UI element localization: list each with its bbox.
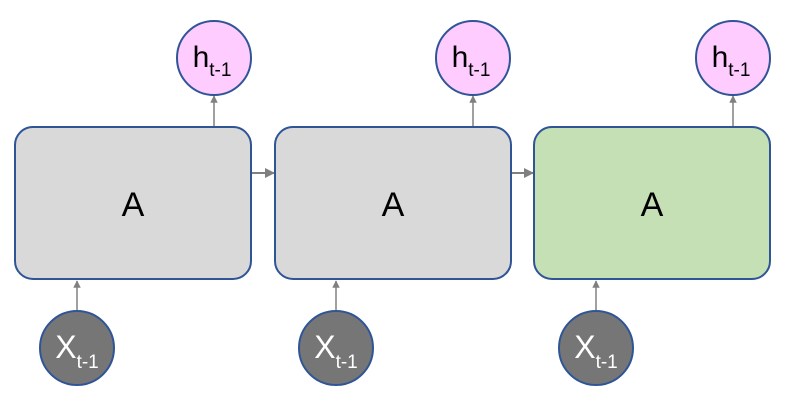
input-subscript-3: t-1	[596, 352, 618, 373]
cell-box-1	[14, 126, 252, 280]
input-label-2: Xt-1	[314, 329, 358, 373]
output-label-2: ht-1	[452, 41, 491, 81]
input-base-2: X	[314, 329, 335, 365]
output-node-3	[695, 20, 771, 96]
rnn-cell-2: A ht-1 Xt-1	[274, 20, 512, 386]
output-subscript-2: t-1	[468, 60, 490, 81]
input-base-3: X	[574, 329, 595, 365]
cell-label-3: A	[641, 186, 664, 224]
input-node-1	[39, 310, 115, 386]
output-label-3: ht-1	[712, 41, 751, 81]
input-node-3	[558, 310, 634, 386]
output-base-2: h	[452, 41, 469, 74]
input-base-1: X	[55, 329, 76, 365]
output-label-1: ht-1	[193, 41, 232, 81]
input-node-2	[298, 310, 374, 386]
cell-label-1: A	[122, 186, 145, 224]
output-subscript-3: t-1	[728, 60, 750, 81]
output-subscript-1: t-1	[209, 60, 231, 81]
input-subscript-1: t-1	[77, 352, 99, 373]
output-node-1	[176, 20, 252, 96]
input-label-3: Xt-1	[574, 329, 618, 373]
output-base-3: h	[712, 41, 729, 74]
cell-box-2	[274, 126, 512, 280]
rnn-cell-1: A ht-1 Xt-1	[14, 20, 252, 386]
cell-label-2: A	[382, 186, 405, 224]
rnn-cell-3: A ht-1 Xt-1	[533, 20, 771, 386]
cell-box-3	[533, 126, 771, 280]
output-base-1: h	[193, 41, 210, 74]
output-node-2	[435, 20, 511, 96]
input-label-1: Xt-1	[55, 329, 99, 373]
input-subscript-2: t-1	[336, 352, 358, 373]
